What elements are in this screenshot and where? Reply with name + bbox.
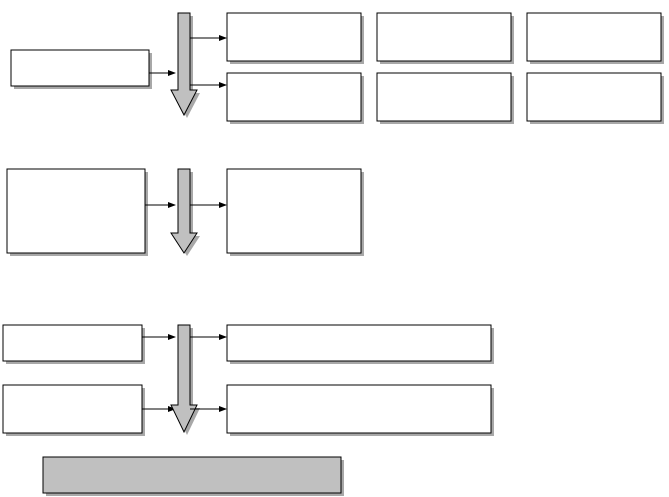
group2-input-box	[6, 168, 148, 256]
group1-process-arrow	[170, 12, 200, 118]
group1-output-bottom-1-box	[226, 72, 364, 124]
group-2	[6, 168, 364, 256]
group2-process-arrow	[170, 168, 200, 256]
group1-output-top-3-box	[526, 12, 664, 64]
group-1	[10, 12, 664, 124]
group1-output-top-1-box	[226, 12, 364, 64]
footer-bar	[42, 456, 344, 496]
group3-output-top-box	[226, 324, 494, 364]
group-3	[2, 324, 494, 436]
group2-output-box	[226, 168, 364, 256]
group3-output-bottom-box	[226, 384, 494, 436]
group1-output-bottom-2-box	[376, 72, 514, 124]
group1-output-bottom-3-box	[526, 72, 664, 124]
group1-output-top-2-box	[376, 12, 514, 64]
group1-input-box	[10, 49, 152, 89]
group3-input-bottom-box	[2, 384, 145, 436]
group3-input-top-box	[2, 324, 145, 364]
group3-process-arrow	[170, 324, 200, 435]
